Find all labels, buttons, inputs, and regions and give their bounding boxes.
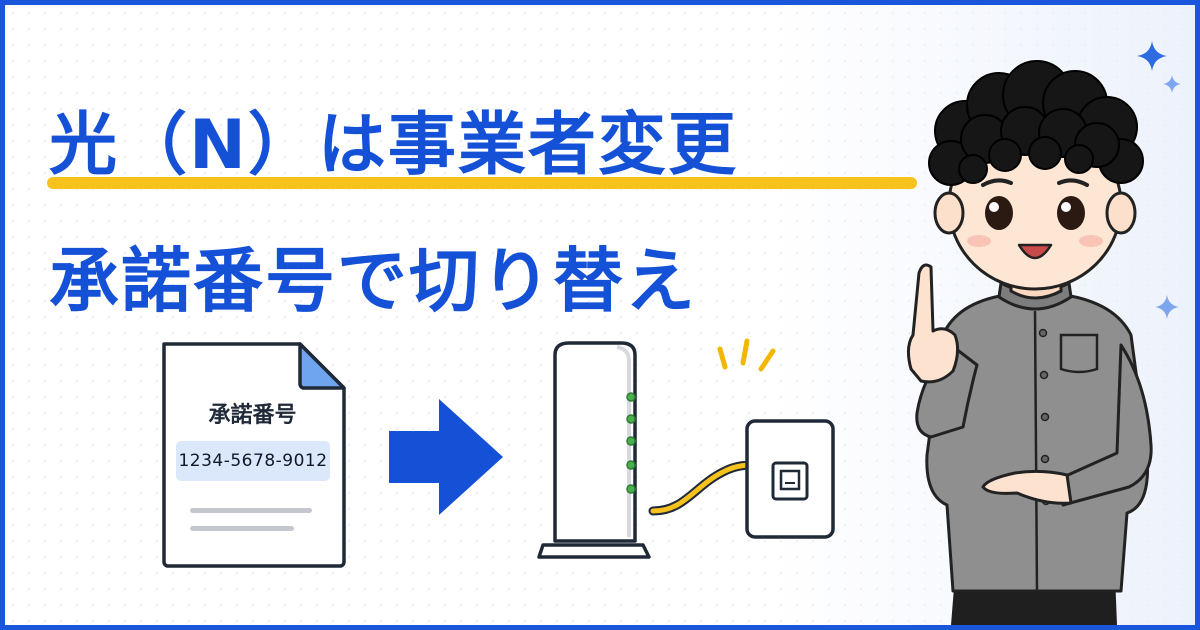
person-illustration <box>906 60 1153 625</box>
headline-underline <box>47 177 917 189</box>
approval-number-field: 1234-5678-9012 <box>176 441 330 481</box>
document-title: 承諾番号 <box>208 403 297 428</box>
arrow-right-icon <box>389 399 503 515</box>
sparkle-icon <box>1137 41 1167 71</box>
headline-line-2: 承諾番号で切り替え <box>49 240 697 322</box>
sparkle-icon <box>1163 75 1181 93</box>
headline-line-1: 光（N）は事業者変更 <box>49 106 738 185</box>
router-icon <box>537 338 835 559</box>
sparkle-icon <box>1155 295 1179 319</box>
